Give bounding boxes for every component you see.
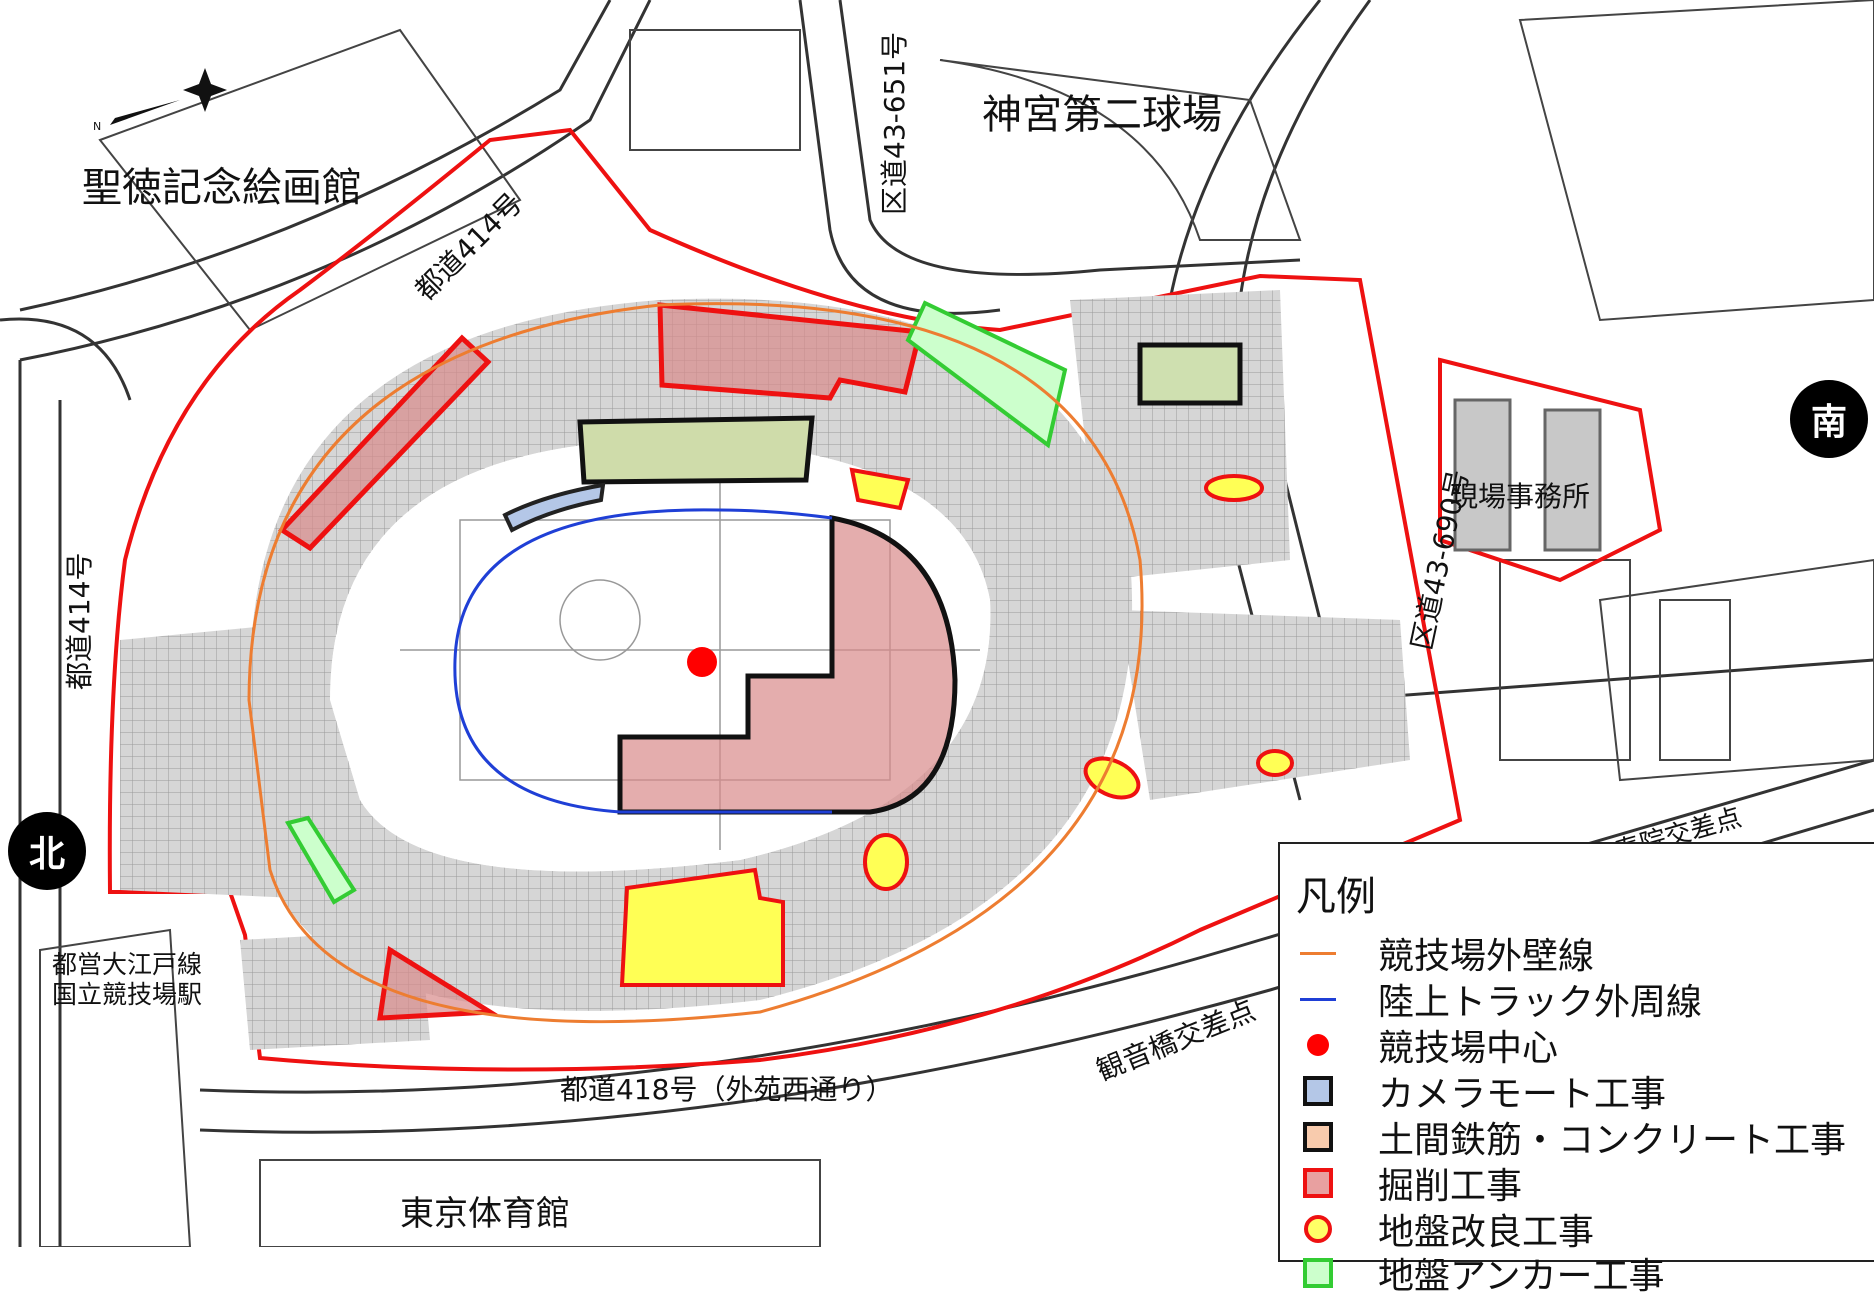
legend-label: カメラモート工事 [1378, 1074, 1667, 1115]
legend-label: 陸上トラック外周線 [1378, 982, 1703, 1023]
tokyo-taiikukan-label: 東京体育館 [400, 1194, 570, 1234]
seitoku-label: 聖徳記念絵画館 [82, 165, 362, 211]
station-name-label: 国立競技場駅 [52, 980, 203, 1009]
legend-label: 地盤アンカー工事 [1378, 1256, 1665, 1297]
compass-rose-icon: N [93, 68, 227, 133]
stadium-seating [250, 298, 1133, 1011]
office-block-2 [1543, 408, 1602, 552]
road-651-label: 区道43-651号 [878, 31, 911, 215]
ground-improvement-areas [619, 467, 1294, 987]
legend-item-camera-moat: カメラモート工事 [1280, 1068, 1667, 1115]
red-dot-icon [1298, 1025, 1338, 1065]
legend-label: 競技場中心 [1378, 1028, 1559, 1069]
camera-moat [502, 482, 606, 533]
legend-title: 凡例 [1296, 874, 1376, 920]
excavation-areas [278, 302, 924, 1021]
road-414-left-label: 都道414号 [63, 552, 96, 690]
site-boundary [107, 127, 1463, 1072]
legend-item-center: 競技場中心 [1280, 1022, 1559, 1069]
jingu2-label: 神宮第二球場 [982, 92, 1222, 138]
blue-line-icon [1298, 979, 1338, 1019]
excavation-main [617, 514, 958, 815]
legend-item-ground-anchor: 地盤アンカー工事 [1280, 1250, 1665, 1297]
stadium-outer-wall [247, 302, 1144, 1024]
green-square-icon [1298, 1253, 1338, 1293]
yellow-circle-icon [1298, 1209, 1338, 1249]
blue-square-icon [1298, 1071, 1338, 1111]
legend-label: 競技場外壁線 [1378, 936, 1595, 977]
field-office-label: 現場事務所 [1450, 480, 1591, 513]
office-block-1 [1453, 398, 1512, 552]
east-stand-wing [1070, 290, 1290, 580]
legend-item-ground-improvement: 地盤改良工事 [1280, 1206, 1595, 1253]
legend-label: 掘削工事 [1378, 1166, 1523, 1207]
legend-label: 地盤改良工事 [1378, 1212, 1595, 1253]
peach-square-icon [1298, 1117, 1338, 1157]
legend-box: 凡例 競技場外壁線 陸上トラック外周線 競技場中心 カメラモート工事 土間鉄筋・… [1278, 842, 1874, 1297]
legend-item-track: 陸上トラック外周線 [1280, 976, 1703, 1023]
red-square-icon [1298, 1163, 1338, 1203]
svg-text:N: N [93, 120, 101, 133]
south-badge: 南 [1790, 380, 1868, 458]
site-map: N [0, 0, 1874, 1247]
stadium-center-icon [687, 647, 717, 677]
legend-item-excavation: 掘削工事 [1280, 1160, 1523, 1207]
field-office-boundary [1438, 357, 1663, 583]
concrete-area-2 [1137, 342, 1243, 406]
south-stand-wing [1120, 610, 1410, 800]
north-stand-wing [120, 620, 340, 900]
legend-item-outer-wall: 競技場外壁線 [1280, 930, 1595, 977]
road-418-label: 都道418号（外苑西通り） [560, 1073, 894, 1106]
concrete-area-1 [577, 415, 815, 485]
orange-line-icon [1298, 933, 1338, 973]
surrounding-buildings [39, 0, 1874, 1247]
north-badge: 北 [8, 812, 86, 890]
station-line-label: 都営大江戸線 [52, 950, 203, 979]
track-perimeter [453, 508, 833, 814]
legend-label: 土間鉄筋・コンクリート工事 [1378, 1120, 1847, 1161]
legend-item-concrete: 土間鉄筋・コンクリート工事 [1280, 1114, 1847, 1161]
